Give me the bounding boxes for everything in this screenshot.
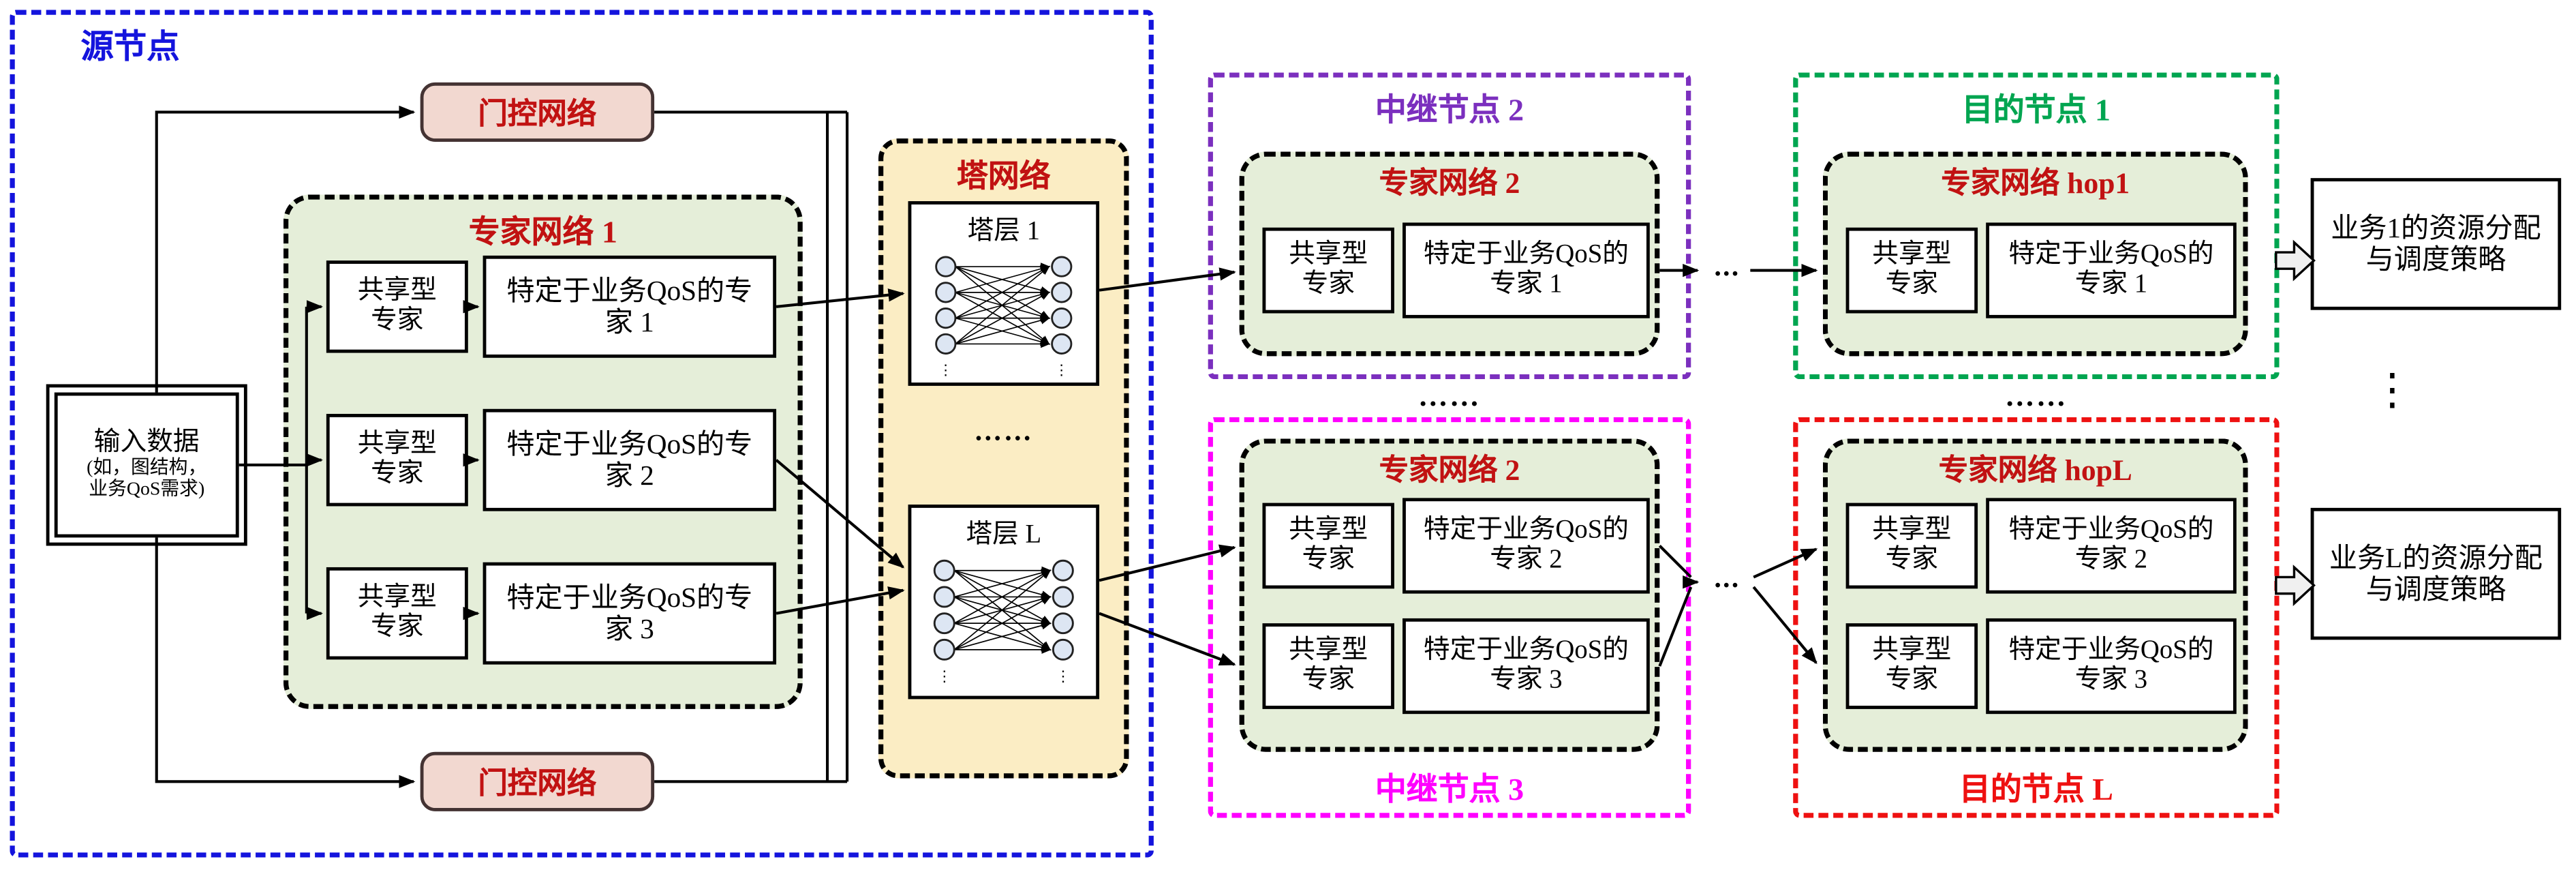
chain-ellipsis-bottom: ...: [1714, 562, 1741, 594]
relay-node-3-title: 中继节点 3: [1375, 773, 1524, 809]
destination-node-L-title: 目的节点 L: [1959, 773, 2113, 809]
shared-expert-box: 共享型专家: [326, 414, 468, 507]
specific-expert-box: 特定于业务QoS的专家 3: [1986, 618, 2237, 715]
shared-expert-box: 共享型专家: [1262, 502, 1394, 589]
tower-layer-L-label: 塔层 L: [966, 521, 1042, 550]
source-node-box: [10, 10, 1154, 858]
gating-network-top: 门控网络: [420, 82, 655, 142]
shared-expert-label: 共享型专家: [1289, 516, 1368, 574]
shared-expert-label: 共享型专家: [1872, 516, 1952, 574]
gating-network-bottom: 门控网络: [420, 751, 655, 811]
input-data-title: 输入数据: [93, 429, 200, 457]
shared-expert-label: 共享型专家: [1289, 636, 1368, 695]
svg-text:⋮: ⋮: [1056, 668, 1071, 685]
expert-network-1-title: 专家网络 1: [468, 215, 617, 251]
svg-text:⋮: ⋮: [937, 668, 952, 685]
shared-expert-label: 共享型专家: [1872, 241, 1952, 299]
source-node-title: 源节点: [80, 29, 180, 66]
shared-expert-box: 共享型专家: [1845, 623, 1978, 709]
shared-expert-box: 共享型专家: [1262, 623, 1394, 709]
svg-text:⋮: ⋮: [1054, 361, 1069, 378]
relay2-expert-network-title: 专家网络 2: [1379, 166, 1520, 200]
specific-expert-box: 特定于业务QoS的专家 1: [1402, 222, 1650, 318]
output-policy-L-box: 业务L的资源分配与调度策略: [2310, 507, 2562, 640]
shared-expert-label: 共享型专家: [357, 430, 437, 488]
destination-node-1-box: [1793, 72, 2280, 380]
dest1-expert-network-title: 专家网络 hop1: [1941, 166, 2130, 200]
specific-expert-label: 特定于业务QoS的专家 2: [1423, 516, 1629, 574]
tower-network-title: 塔网络: [956, 160, 1051, 195]
shared-expert-box: 共享型专家: [1262, 227, 1394, 314]
svg-text:⋮: ⋮: [938, 361, 953, 378]
specific-expert-label: 特定于业务QoS的专家 2: [2008, 516, 2214, 574]
shared-expert-box: 共享型专家: [1845, 227, 1978, 314]
gating-network-top-label: 门控网络: [478, 97, 597, 131]
specific-expert-label: 特定于业务QoS的专家 3: [506, 582, 753, 645]
input-data-sub2: 业务QoS需求): [89, 479, 205, 500]
neural-network-icon: ⋮ ⋮: [935, 256, 1073, 378]
shared-expert-box: 共享型专家: [1845, 502, 1978, 589]
relay3-expert-network-title: 专家网络 2: [1379, 453, 1520, 487]
dest-gap-ellipsis: ……: [2004, 379, 2068, 412]
shared-expert-box: 共享型专家: [326, 567, 468, 660]
specific-expert-label: 特定于业务QoS的专家 3: [2008, 636, 2214, 695]
tower-layer-1-box: 塔层 1 ⋮ ⋮: [908, 201, 1100, 386]
specific-expert-box: 特定于业务QoS的专家 1: [482, 255, 777, 358]
chain-ellipsis-top: ...: [1714, 250, 1741, 282]
destL-expert-network-title: 专家网络 hopL: [1938, 453, 2132, 487]
shared-expert-label: 共享型专家: [1289, 241, 1368, 299]
specific-expert-label: 特定于业务QoS的专家 3: [1423, 636, 1629, 695]
shared-expert-label: 共享型专家: [357, 584, 437, 642]
output-policy-1-box: 业务1的资源分配与调度策略: [2310, 178, 2562, 310]
specific-expert-box: 特定于业务QoS的专家 3: [482, 562, 777, 665]
specific-expert-box: 特定于业务QoS的专家 3: [1402, 618, 1650, 715]
relay-gap-ellipsis: ……: [1418, 379, 1481, 412]
input-data-sub1: (如，图结构，: [87, 458, 207, 479]
tower-gap-ellipsis: ……: [974, 415, 1034, 447]
specific-expert-label: 特定于业务QoS的专家 1: [2008, 241, 2214, 299]
specific-expert-box: 特定于业务QoS的专家 2: [1986, 498, 2237, 594]
shared-expert-box: 共享型专家: [326, 260, 468, 353]
hollow-arrow-icon: [2275, 239, 2316, 606]
shared-expert-label: 共享型专家: [1872, 636, 1952, 695]
specific-expert-label: 特定于业务QoS的专家 2: [506, 428, 753, 492]
output-vertical-ellipsis: ⋮: [2370, 365, 2416, 415]
specific-expert-label: 特定于业务QoS的专家 1: [1423, 241, 1629, 299]
output-policy-L-label: 业务L的资源分配与调度策略: [2329, 542, 2543, 605]
specific-expert-box: 特定于业务QoS的专家 1: [1986, 222, 2237, 318]
gating-network-bottom-label: 门控网络: [478, 766, 597, 800]
specific-expert-box: 特定于业务QoS的专家 2: [1402, 498, 1650, 594]
tower-layer-1-label: 塔层 1: [967, 217, 1041, 246]
relay-node-2-title: 中继节点 2: [1375, 93, 1524, 129]
specific-expert-label: 特定于业务QoS的专家 1: [506, 275, 753, 338]
input-data-box: 输入数据 (如，图结构， 业务QoS需求): [46, 384, 247, 546]
tower-layer-L-box: 塔层 L ⋮ ⋮: [908, 505, 1100, 700]
output-policy-1-label: 业务1的资源分配与调度策略: [2331, 212, 2541, 275]
destination-node-1-title: 目的节点 1: [1961, 93, 2111, 129]
specific-expert-box: 特定于业务QoS的专家 2: [482, 408, 777, 511]
relay-node-2-box: [1208, 72, 1691, 380]
shared-expert-label: 共享型专家: [357, 277, 437, 335]
neural-network-icon: ⋮ ⋮: [933, 559, 1074, 685]
